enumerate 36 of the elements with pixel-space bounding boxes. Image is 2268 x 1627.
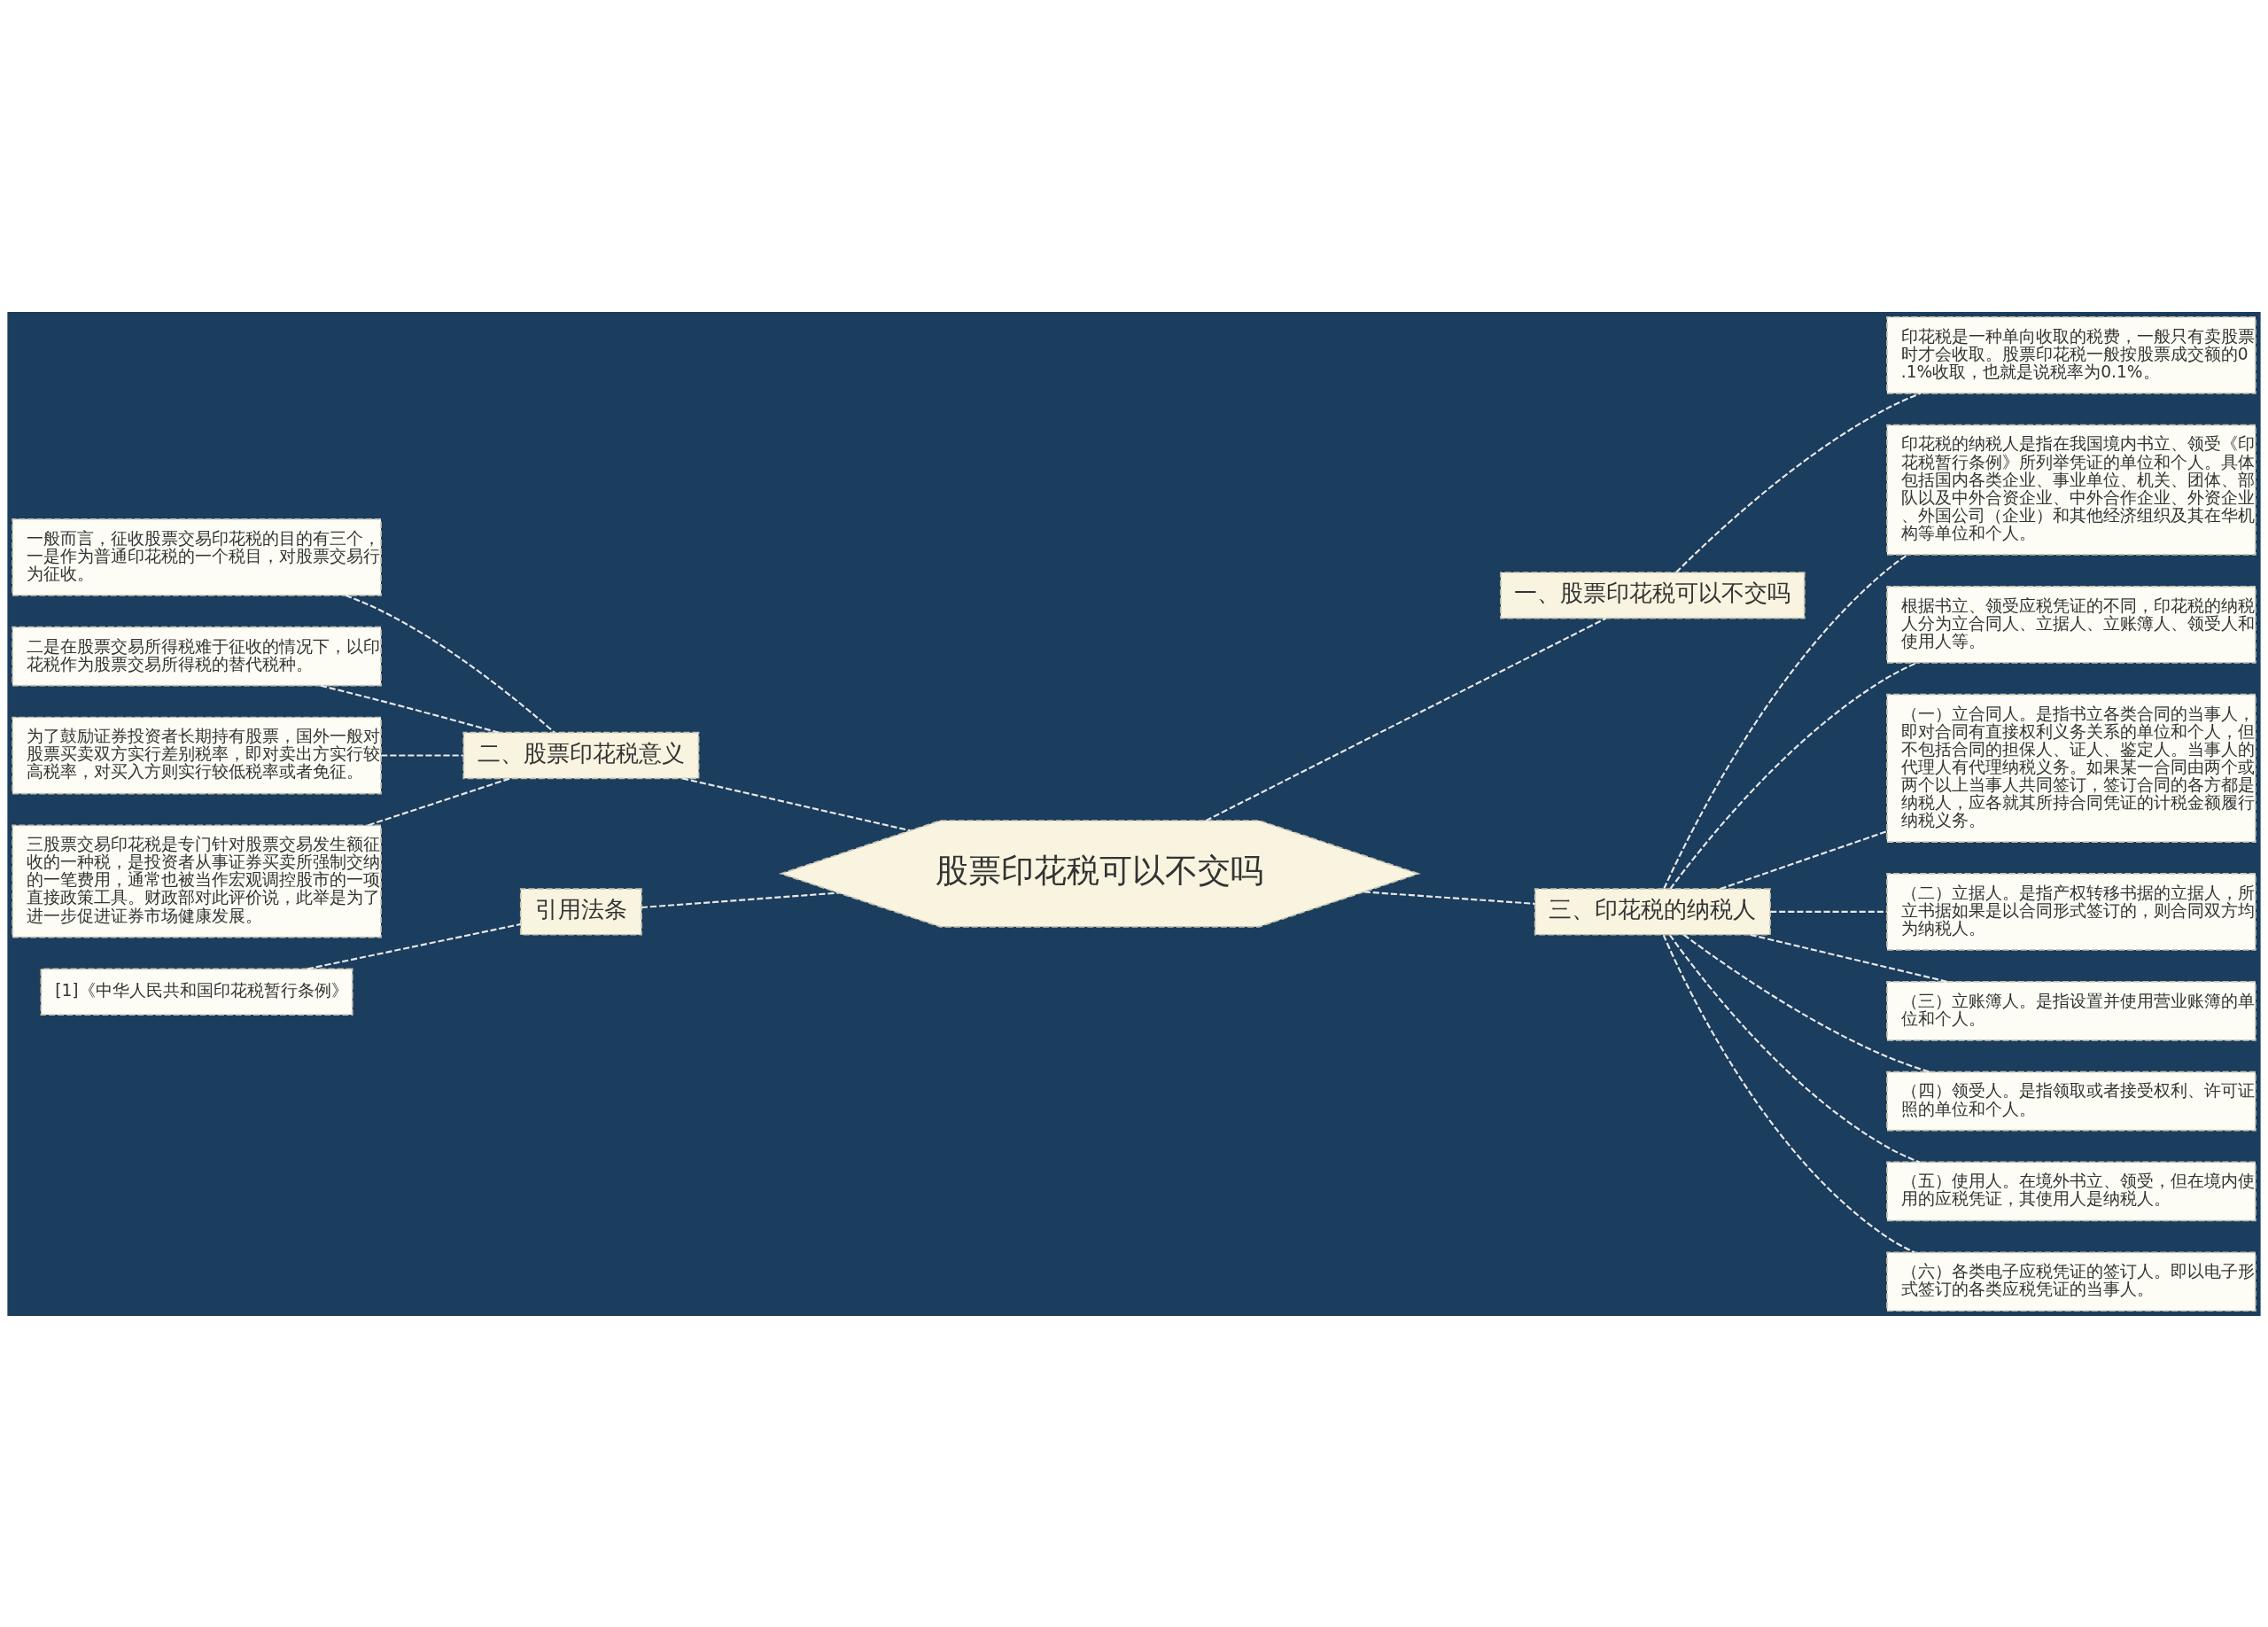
connector <box>1720 829 1887 890</box>
connector <box>381 753 463 757</box>
node-box: 一般而言，征收股票交易印花税的目的有三个，一是作为普通印花税的一个税目，对股票交易行为征收。 <box>12 518 382 596</box>
node-box: 三股票交易印花税是专门针对股票交易发生额征收的一种税，是投资者从事证券买卖所强制交纳的一笔费用，通常也被当作宏观调控股市的一项直接政策工具。财政部对此评价说，此举是为了进一步促进证券市场健康发展。 <box>12 824 382 938</box>
node-box: 印花税的纳税人是指在我国境内书立、领受《印花税暂行条例》所列举凭证的单位和个人。具体包括国内各类企业、事业单位、机关、团体、部队以及中外合资企业、中外合作企业、外资企业、外国公司（企业）和其他经济组织及其在华机构等单位和个人。 <box>1886 424 2256 556</box>
connector <box>368 776 511 826</box>
node-box: （一）立合同人。是指书立各类合同的当事人，即对合同有直接权利义务关系的单位和个人，但不包括合同的担保人、证人、鉴定人。当事人的代理人有代理纳税义务。如果某一合同由两个或两个以上当事人共同签订，签订合同的各方都是纳税人，应各就其所持合同凭证的计税金额履行纳税义务。 <box>1886 693 2256 843</box>
node-box: [1]《中华人民共和国印花税暂行条例》 <box>40 968 353 1016</box>
node-box: 三、印花税的纳税人 <box>1534 887 1771 936</box>
node-box: 二、股票印花税意义 <box>462 731 700 779</box>
connector <box>1662 934 1915 1253</box>
node-box: （四）领受人。是指领取或者接受权利、许可证照的单位和个人。 <box>1886 1070 2256 1131</box>
connector <box>345 594 555 733</box>
connector <box>320 684 500 734</box>
connector <box>1675 392 1922 573</box>
connector <box>1669 661 1917 890</box>
connector <box>307 922 521 969</box>
connector <box>1363 890 1535 905</box>
node-box: 为了鼓励证券投资者长期持有股票，国外一般对股票买卖双方实行差别税率，即对卖出方实行较高税率，对买入方则实行较低税率或者免征。 <box>12 716 382 794</box>
connector <box>1750 933 1948 983</box>
node-box: 印花税是一种单向收取的税费，一般只有卖股票时才会收取。股票印花税一般按股票成交额的0.1%收取，也就是说税率为0.1%。 <box>1886 315 2256 394</box>
connector <box>641 891 839 908</box>
node-box: （五）使用人。在境外书立、领受，但在境内使用的应税凭证，其使用人是纳税人。 <box>1886 1161 2256 1221</box>
connector <box>1669 933 1921 1163</box>
node-box: 二是在股票交易所得税难于征收的情况下，以印花税作为股票交易所得税的替代税种。 <box>12 626 382 686</box>
node-box: 一、股票印花税可以不交吗 <box>1500 571 1806 619</box>
connector <box>1205 617 1607 821</box>
connector <box>682 776 911 831</box>
node-box: （二）立据人。是指产权转移书据的立据人，所立书据如果是以合同形式签订的，则合同双方均为纳税人。 <box>1886 872 2256 951</box>
node-box: 引用法条 <box>519 887 642 936</box>
connector <box>1770 910 1887 913</box>
connector <box>1683 933 1930 1073</box>
node-box: （六）各类电子应税凭证的签订人。即以电子形式签订的各类应税凭证的当事人。 <box>1886 1250 2256 1312</box>
node-box: 根据书立、领受应税凭证的不同，印花税的纳税人分为立合同人、立据人、立账簿人、领受人和使用人等。 <box>1886 585 2256 664</box>
node-box: （三）立账簿人。是指设置并使用营业账簿的单位和个人。 <box>1886 980 2256 1041</box>
connector <box>1663 553 1908 889</box>
